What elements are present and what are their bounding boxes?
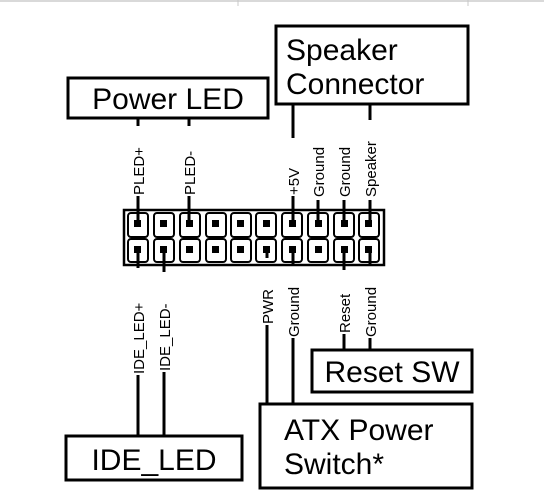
pin-dot xyxy=(237,220,244,227)
atx-power-switch-box: ATX Power Switch* xyxy=(258,402,474,490)
ide-led-box: IDE_LED xyxy=(64,434,244,482)
pin-label-ide-led-plus: IDE_LED+ xyxy=(131,302,148,374)
pin-dot xyxy=(263,246,270,253)
pin-label-ground-1: Ground xyxy=(311,147,328,197)
pin-dot xyxy=(160,246,167,253)
reset-sw-box-frame xyxy=(310,348,474,394)
ide-led-box-frame xyxy=(64,434,244,482)
pin-dot xyxy=(160,220,167,227)
speaker-connector-label-line2: Connector xyxy=(286,68,424,101)
pin-dot xyxy=(186,246,193,253)
top-pin-labels: PLED+ PLED- +5V Ground Ground Speaker xyxy=(131,141,380,197)
pin-dot xyxy=(289,246,296,253)
pin-label-ide-led-minus: IDE_LED- xyxy=(157,303,174,371)
pin-label-pled-minus: PLED- xyxy=(182,151,199,195)
pin-dot xyxy=(263,220,270,227)
speaker-connector-label-line1: Speaker xyxy=(286,34,398,67)
pin-dot xyxy=(186,220,193,227)
speaker-connector-box: Speaker Connector xyxy=(274,24,470,106)
reset-sw-box: Reset SW xyxy=(310,348,474,394)
ide-led-label: IDE_LED xyxy=(91,444,216,477)
pin-dot xyxy=(341,220,348,227)
pin-dot xyxy=(365,220,372,227)
pin-dot xyxy=(212,246,219,253)
pin-label-reset: Reset xyxy=(337,293,354,333)
pin-header xyxy=(122,208,386,267)
pin-dot xyxy=(134,246,141,253)
bottom-pin-labels: IDE_LED+ IDE_LED- PWR Ground Reset Groun… xyxy=(131,287,380,374)
pin-label-ground-reset: Ground xyxy=(363,287,380,337)
pin-label-speaker: Speaker xyxy=(363,141,380,197)
speaker-connector-box-frame xyxy=(274,24,470,106)
pin-label-5v: +5V xyxy=(286,168,303,195)
atx-power-switch-label-line1: ATX Power xyxy=(284,414,434,447)
pin-label-ground-pwr: Ground xyxy=(286,287,303,337)
pin-label-ground-2: Ground xyxy=(337,147,354,197)
top-wires xyxy=(136,104,372,223)
pin-dot xyxy=(315,246,322,253)
power-led-label: Power LED xyxy=(92,83,244,116)
power-led-box: Power LED xyxy=(66,76,270,120)
bottom-wires xyxy=(136,250,372,436)
power-led-box-frame xyxy=(66,76,270,120)
reset-sw-label: Reset SW xyxy=(324,356,460,389)
pin-dot xyxy=(134,220,141,227)
atx-power-switch-label-line2: Switch* xyxy=(284,448,384,481)
pin-dots xyxy=(134,220,372,253)
pin-dot xyxy=(237,246,244,253)
pin-dot xyxy=(365,246,372,253)
pin-dot xyxy=(289,220,296,227)
pin-dot xyxy=(212,220,219,227)
pin-dot xyxy=(315,220,322,227)
pin-dot xyxy=(341,246,348,253)
pin-label-pwr: PWR xyxy=(260,289,277,324)
atx-power-switch-box-frame xyxy=(258,402,474,490)
pin-label-pled-plus: PLED+ xyxy=(131,147,148,195)
